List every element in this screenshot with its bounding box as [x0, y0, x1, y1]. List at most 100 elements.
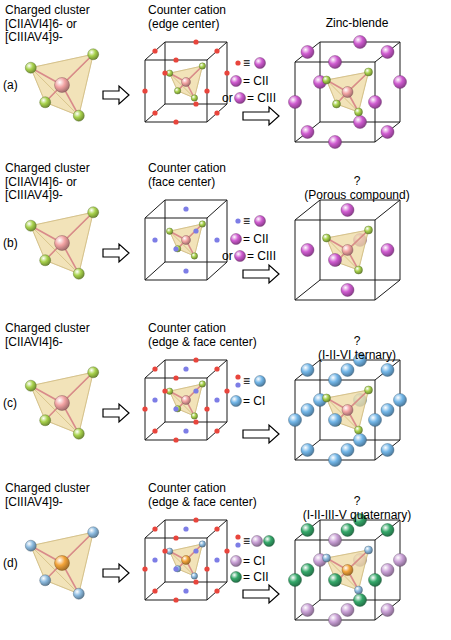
cation-panel: Counter cation(edge & face center)	[132, 480, 240, 628]
anion-sphere	[40, 255, 51, 266]
site-dot	[193, 548, 198, 553]
panel-heading: ?	[282, 495, 432, 509]
row-illustration	[25, 354, 406, 467]
cube-edge	[207, 582, 227, 600]
site-dot	[173, 406, 178, 411]
counter-cation-sphere	[329, 534, 342, 547]
tetrahedron-face	[327, 398, 359, 430]
counter-cation-sphere	[329, 574, 342, 587]
tetrahedron-face	[327, 558, 359, 590]
site-dot	[142, 88, 147, 93]
legend-text: ≡	[243, 214, 250, 228]
structure-panel: ?(Porous compound)	[282, 160, 432, 308]
site-dot	[235, 374, 240, 379]
anion-sphere	[25, 62, 36, 73]
cation-panel: Counter cation(face center)	[132, 160, 240, 308]
structure-cube	[289, 354, 407, 467]
legend-sphere	[252, 536, 263, 547]
cube-edge	[145, 360, 165, 378]
counter-cation-sphere	[354, 434, 367, 447]
anion-sphere	[191, 95, 197, 101]
cation-cube	[142, 517, 229, 602]
anion-sphere	[323, 394, 331, 402]
anion-sphere	[40, 97, 51, 108]
hollow-arrow	[243, 265, 279, 283]
anion-sphere	[355, 426, 363, 434]
cluster-panel: Charged cluster[CIIAVI4]6-	[2, 320, 100, 468]
counter-cation-sphere	[289, 574, 302, 587]
site-dot	[152, 397, 157, 402]
site-dot	[173, 566, 178, 571]
counter-cation-sphere	[381, 244, 394, 257]
site-dot	[214, 397, 219, 402]
cube-edge	[295, 42, 320, 62]
anion-sphere	[355, 586, 363, 594]
cation-panel: Counter cation(edge center)	[132, 2, 240, 150]
site-dot	[173, 437, 178, 442]
site-dot	[193, 228, 198, 233]
anion-sphere	[365, 226, 373, 234]
panel-heading: Counter cation	[148, 322, 240, 336]
cube-edge	[295, 220, 296, 300]
structure-panel: ?(I-II-III-V quaternary)	[282, 480, 432, 628]
anion-sphere	[333, 100, 341, 108]
site-dot	[173, 535, 178, 540]
anion-sphere	[323, 234, 331, 242]
center-cation-sphere	[182, 78, 191, 87]
cube-edge	[295, 360, 320, 380]
cube-edge	[375, 200, 400, 220]
counter-cation-sphere	[354, 116, 367, 129]
anion-sphere	[40, 575, 51, 586]
site-dot	[193, 39, 198, 44]
charged-cluster	[25, 49, 98, 121]
legend-sphere	[231, 234, 242, 245]
site-dot	[162, 70, 167, 75]
cube-edge	[320, 280, 400, 281]
legend-text: = CIII	[247, 91, 276, 105]
cluster-panel: Charged cluster[CIIIAV4]9-	[2, 480, 100, 628]
counter-cation-sphere	[381, 404, 394, 417]
panel-heading: Counter cation	[148, 4, 240, 18]
site-dot	[235, 542, 240, 547]
counter-cation-sphere	[381, 564, 394, 577]
counter-cation-sphere	[381, 444, 394, 457]
tetrahedron-face	[170, 384, 203, 416]
legend-text: = CII	[243, 74, 269, 88]
cation-cube	[145, 200, 227, 280]
anion-sphere	[323, 76, 331, 84]
hollow-arrow	[243, 425, 279, 443]
anion-sphere	[73, 428, 84, 439]
structure-panel: Zinc-blende	[282, 2, 432, 150]
site-dot	[173, 375, 178, 380]
hollow-arrow	[103, 404, 129, 422]
panel-heading: ?	[282, 175, 432, 189]
site-dot	[214, 48, 219, 53]
site-dot	[193, 357, 198, 362]
site-dot	[152, 237, 157, 242]
panel-letter: (a)	[3, 78, 18, 92]
site-dot	[193, 388, 198, 393]
legend-text: = CI	[243, 394, 265, 408]
tetrahedron-face	[327, 72, 369, 112]
anion-sphere	[25, 220, 36, 231]
site-dot	[152, 588, 157, 593]
cube-edge	[375, 520, 400, 540]
panel-subtitle: (face center)	[148, 176, 240, 190]
site-dot	[152, 526, 157, 531]
hollow-arrow	[243, 585, 279, 603]
site-dot	[193, 517, 198, 522]
counter-cation-sphere	[341, 604, 354, 617]
panel-subtitle: [CIIAVI4]6-	[5, 336, 100, 350]
site-dot	[214, 366, 219, 371]
panel-subtitle: (edge center)	[148, 18, 240, 32]
anion-sphere	[25, 540, 36, 551]
tetrahedron-face	[170, 66, 203, 98]
structure-cube	[295, 200, 400, 300]
tetrahedron-face	[31, 372, 93, 433]
cluster-panel: Charged cluster[CIIAVI4]6- or [CIIIAV4]9…	[2, 160, 100, 308]
legend-sphere	[235, 93, 246, 104]
anion-sphere	[73, 588, 84, 599]
cube-edge	[400, 200, 401, 280]
panel-subtitle: [CIIAVI4]6- or [CIIIAV4]9-	[5, 176, 100, 203]
tetrahedron-face	[31, 54, 93, 115]
